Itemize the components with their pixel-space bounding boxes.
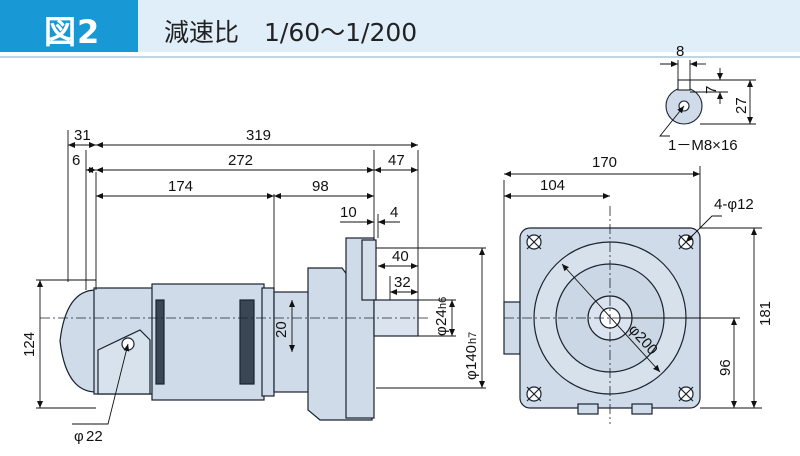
shaft-key <box>677 79 691 91</box>
dim-phi22: φ 22 <box>74 428 103 445</box>
dim-holes: 4-φ12 <box>714 196 754 213</box>
dim-27: 27 <box>733 97 750 114</box>
dim-272: 272 <box>228 152 253 169</box>
dim-4: 4 <box>390 204 398 221</box>
dim-174: 174 <box>168 178 193 195</box>
dim-6: 6 <box>72 152 80 169</box>
motor-bracket <box>261 287 275 397</box>
dim-8: 8 <box>676 43 684 60</box>
dim-tap: 1－M8×16 <box>668 137 738 154</box>
front-view <box>503 227 701 415</box>
side-view-dimensions <box>36 130 486 425</box>
side-view-labels: 31 319 6 272 47 174 98 10 4 40 32 124 20… <box>21 127 480 445</box>
terminal-box <box>97 329 151 395</box>
dim-22: 22 <box>86 428 103 445</box>
shaft-detail <box>665 79 703 125</box>
dim-140: 140 <box>463 345 480 370</box>
dim-7: 7 <box>703 86 720 94</box>
dim-319: 319 <box>246 127 271 144</box>
header-rule <box>0 56 800 58</box>
dim-124: 124 <box>21 332 38 357</box>
front-side-plate <box>503 301 521 355</box>
dim-40: 40 <box>392 248 409 265</box>
motor-frame-dark-right <box>239 299 255 385</box>
dia-symbol: φ <box>74 428 84 445</box>
dim-32: 32 <box>394 274 411 291</box>
gearbox-boss <box>361 239 377 301</box>
front-view-dimensions <box>503 166 762 409</box>
figure-label: 図2 <box>44 13 101 51</box>
tol-h6: h6 <box>437 297 449 309</box>
dim-phi140: φ 140 h7 <box>463 332 480 380</box>
dim-20: 20 <box>273 321 290 338</box>
front-foot-left <box>577 403 599 415</box>
motor-end-cap <box>59 289 97 393</box>
dim-10: 10 <box>340 204 357 221</box>
dim-104: 104 <box>540 177 565 194</box>
dia-symbol: φ <box>433 326 450 336</box>
front-view-labels: 170 104 4-φ12 181 96 φ200 <box>540 154 774 376</box>
figure-badge <box>0 0 138 52</box>
dim-98: 98 <box>312 178 329 195</box>
dim-181: 181 <box>757 301 774 326</box>
tol-h7: h7 <box>467 332 479 344</box>
motor-frame-dark-left <box>155 299 165 385</box>
dim-96: 96 <box>717 359 734 376</box>
front-foot-right <box>631 403 653 415</box>
shaft-detail-labels: 8 7 27 1－M8×16 <box>668 43 750 154</box>
figure-subtitle: 減速比 1/60～1/200 <box>164 18 418 47</box>
dia-symbol: φ <box>463 370 480 380</box>
dim-47: 47 <box>388 152 405 169</box>
dim-24: 24 <box>433 309 450 326</box>
dim-31: 31 <box>74 127 91 144</box>
shaft-detail-dimensions <box>659 60 756 137</box>
side-view <box>59 237 419 421</box>
dim-170: 170 <box>592 154 617 171</box>
dim-phi24: φ 24 h6 <box>433 297 450 336</box>
